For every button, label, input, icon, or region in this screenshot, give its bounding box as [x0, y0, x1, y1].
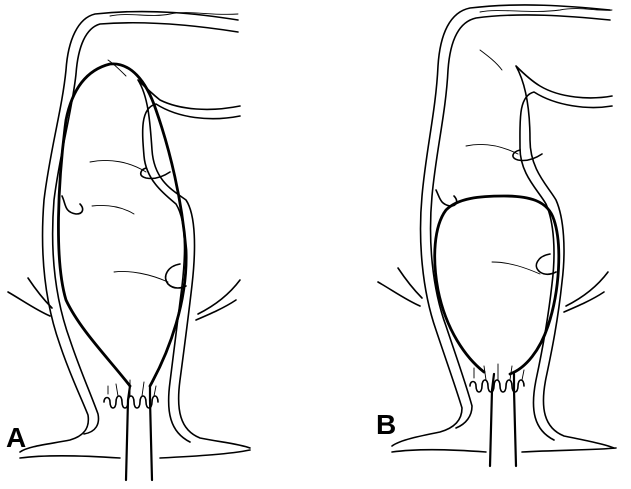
- panel-a-interior-line-2: [92, 205, 134, 214]
- panel-a-branch-left-outer: [8, 292, 50, 316]
- panel-b-drawing: [378, 5, 616, 466]
- panel-label-b: B: [376, 411, 396, 439]
- panel-b-branch-left-outer: [378, 282, 420, 306]
- panel-label-a: A: [6, 424, 26, 452]
- panel-a-drawing: [8, 12, 250, 480]
- panel-b-top-texture: [480, 9, 612, 12]
- panel-b-right-wall-outer: [516, 66, 614, 448]
- panel-b-left-wall-outer: [392, 5, 610, 446]
- panel-a-villi-lines: [108, 380, 156, 396]
- panel-b-villi: [470, 380, 524, 392]
- panel-a-interior-line-4: [108, 60, 126, 76]
- panel-a-balloon-outline: [58, 64, 186, 386]
- panel-a-branch-left-inner: [28, 278, 52, 308]
- panel-a-fold-left: [62, 196, 83, 214]
- panel-b-interior-line-3: [480, 50, 502, 70]
- panel-b-interior-line-2: [492, 262, 540, 274]
- panel-b-catheter-right: [514, 374, 516, 466]
- panel-a-top-texture: [110, 13, 238, 16]
- panel-b-branch-left-inner: [398, 268, 422, 298]
- panel-b-interior-line-1: [466, 144, 518, 154]
- panel-b-fold-upper: [513, 150, 542, 161]
- panel-b-bottom-surface: [392, 448, 616, 452]
- panel-a-catheter-left: [126, 386, 130, 480]
- panel-a-bottom-surface: [20, 450, 250, 458]
- panel-a-interior-line-3: [114, 271, 168, 282]
- panel-a-right-wall-inner: [143, 104, 240, 442]
- panel-a-fold-upper: [141, 168, 170, 179]
- panel-b-right-wall-inner: [520, 92, 612, 440]
- panel-a-interior-line-1: [90, 160, 146, 172]
